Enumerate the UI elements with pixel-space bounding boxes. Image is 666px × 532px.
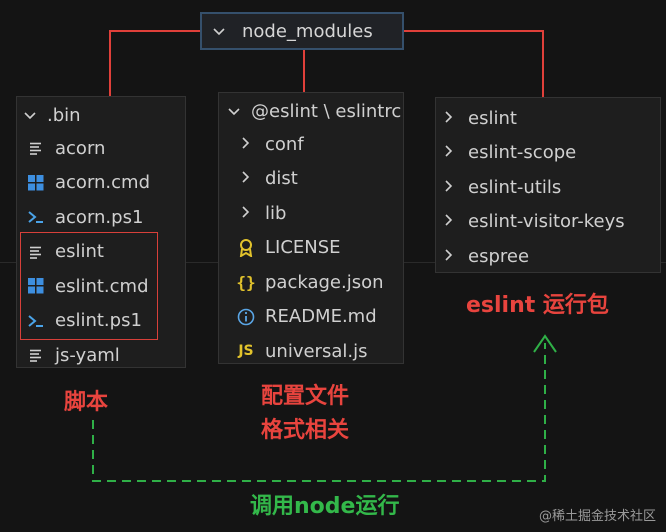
watermark: @稀土掘金技术社区 xyxy=(538,509,656,524)
bin-item-0[interactable]: acorn xyxy=(17,133,185,163)
chevron-right-icon xyxy=(444,246,462,267)
eslint-package-2-label: eslint-utils xyxy=(468,176,562,198)
eslint-package-3[interactable]: eslint-visitor-keys xyxy=(436,207,660,237)
bin-item-1[interactable]: acorn.cmd xyxy=(17,168,185,198)
eslintrc-item-2[interactable]: lib xyxy=(219,198,403,228)
eslintrc-item-1-label: dist xyxy=(265,168,298,189)
eslintrc-item-0[interactable]: conf xyxy=(219,129,403,159)
eslintrc-item-0-label: conf xyxy=(265,133,304,155)
chevron-down-icon xyxy=(227,101,245,122)
eslint-package-1[interactable]: eslint-scope xyxy=(436,138,660,168)
chevron-right-icon xyxy=(241,168,259,189)
connector-root-bin xyxy=(109,30,200,96)
chevron-right-icon xyxy=(444,108,462,129)
windows-icon xyxy=(25,174,47,191)
eslintrc-item-6-label: universal.js xyxy=(265,340,368,362)
eslintrc-folder-header[interactable]: @eslint \ eslintrc xyxy=(219,96,403,126)
green-arrowhead xyxy=(533,334,557,353)
chevron-right-icon xyxy=(241,134,259,155)
eslintrc-item-5[interactable]: README.md xyxy=(219,302,403,332)
bin-item-3-label: eslint xyxy=(55,241,104,262)
eslintrc-item-2-label: lib xyxy=(265,202,287,224)
connector-root-eslint xyxy=(404,30,544,97)
eslint-package-4-label: espree xyxy=(468,245,530,267)
license-icon xyxy=(235,238,257,257)
lines-icon xyxy=(25,141,47,155)
bin-folder-label: .bin xyxy=(47,104,81,126)
js-icon: JS xyxy=(238,343,254,359)
windows-icon xyxy=(25,278,47,294)
bin-item-5-label: eslint.ps1 xyxy=(55,310,142,331)
caption-config-line1: 配置文件 xyxy=(261,384,350,409)
powershell-icon xyxy=(25,313,47,329)
chevron-down-icon xyxy=(212,21,230,42)
bin-item-6-label: js-yaml xyxy=(55,344,120,366)
chevron-right-icon xyxy=(241,203,259,224)
lines-icon xyxy=(25,245,47,259)
bin-item-2-label: acorn.ps1 xyxy=(55,206,144,228)
bin-item-5[interactable]: eslint.ps1 xyxy=(17,306,185,336)
eslintrc-item-6[interactable]: JS universal.js xyxy=(219,336,403,366)
green-dashed-path xyxy=(92,343,546,482)
eslint-package-1-label: eslint-scope xyxy=(468,142,577,163)
caption-script: 脚本 xyxy=(64,390,109,415)
bin-item-4[interactable]: eslint.cmd xyxy=(17,271,185,301)
bin-item-0-label: acorn xyxy=(55,137,106,159)
chevron-right-icon xyxy=(444,142,462,163)
bin-item-2[interactable]: acorn.ps1 xyxy=(17,202,185,232)
eslintrc-folder-label: @eslint \ eslintrc xyxy=(251,100,402,122)
braces-icon: {} xyxy=(236,272,256,292)
chevron-right-icon xyxy=(444,211,462,232)
eslintrc-item-5-label: README.md xyxy=(265,306,377,327)
eslintrc-item-3[interactable]: LICENSE xyxy=(219,233,403,263)
caption-call-node: 调用node运行 xyxy=(250,494,400,519)
powershell-icon xyxy=(25,209,47,225)
chevron-right-icon xyxy=(444,177,462,198)
caption-config-line2: 格式相关 xyxy=(261,418,350,443)
eslintrc-item-3-label: LICENSE xyxy=(265,237,341,258)
eslint-package-2[interactable]: eslint-utils xyxy=(436,172,660,202)
eslint-package-0[interactable]: eslint xyxy=(436,103,660,133)
bin-item-4-label: eslint.cmd xyxy=(55,275,149,297)
bin-item-1-label: acorn.cmd xyxy=(55,172,151,193)
eslintrc-item-1[interactable]: dist xyxy=(219,164,403,194)
info-icon xyxy=(235,308,257,326)
eslintrc-item-4[interactable]: {} package.json xyxy=(219,267,403,297)
eslintrc-item-4-label: package.json xyxy=(265,271,384,293)
eslint-packages-panel: eslint eslint-scope eslint-utils eslint-vis… xyxy=(435,97,661,273)
eslint-package-4[interactable]: espree xyxy=(436,241,660,271)
caption-runtime: eslint 运行包 xyxy=(466,293,609,318)
bin-folder-header[interactable]: .bin xyxy=(17,100,185,130)
node-modules-folder[interactable]: node_modules xyxy=(200,12,404,50)
bin-item-3[interactable]: eslint xyxy=(17,237,185,267)
node-modules-label: node_modules xyxy=(242,20,373,42)
highlight-eslint-scripts xyxy=(20,232,158,340)
eslint-package-0-label: eslint xyxy=(468,107,517,129)
lines-icon xyxy=(25,348,47,362)
chevron-down-icon xyxy=(23,105,41,126)
eslint-package-3-label: eslint-visitor-keys xyxy=(468,211,625,232)
bin-item-6[interactable]: js-yaml xyxy=(17,340,185,370)
